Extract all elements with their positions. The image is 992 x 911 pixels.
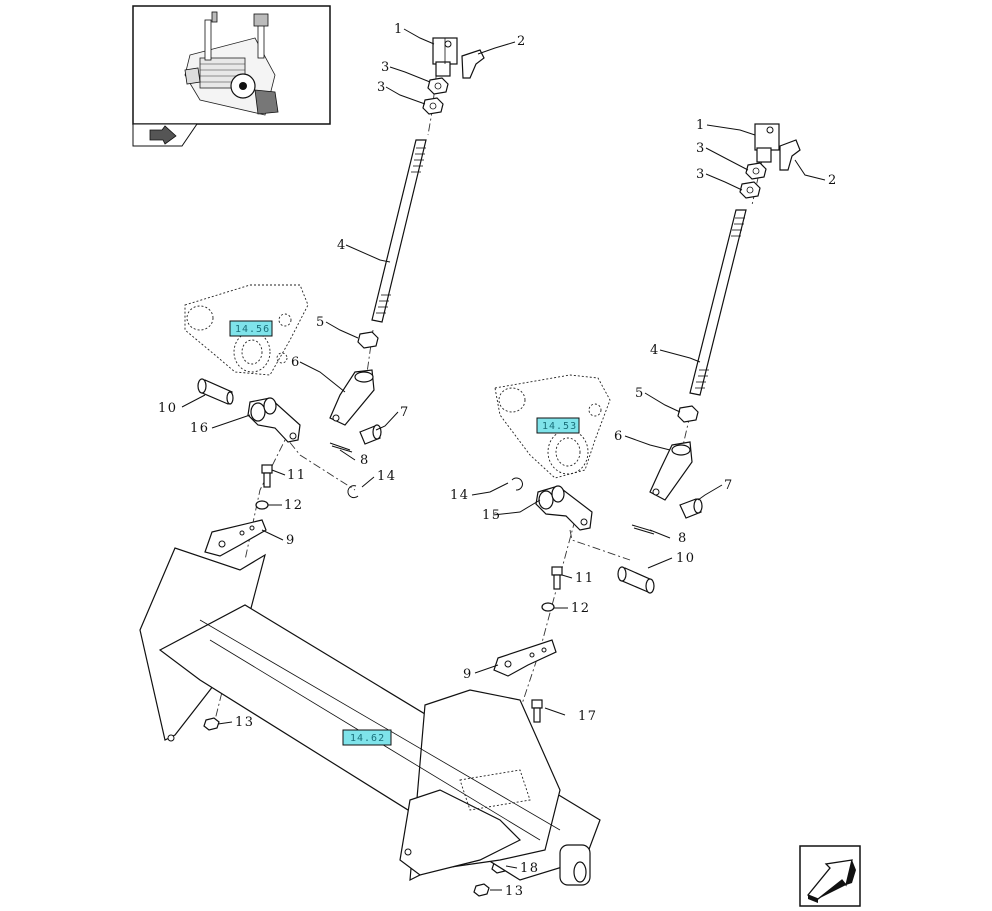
- nut-part[interactable]: [745, 162, 767, 180]
- washer-part[interactable]: [541, 602, 555, 612]
- bolt-part[interactable]: [531, 699, 543, 723]
- leader-lines: [181, 28, 826, 891]
- callout-7[interactable]: 7: [400, 405, 410, 420]
- callout-labels: 1 2 3 3 4 5 6 7 8 10 16 11 12 14 9 13 1 …: [158, 22, 838, 899]
- callout-10[interactable]: 10: [676, 551, 696, 566]
- clevis-part[interactable]: [754, 123, 780, 163]
- nut-part[interactable]: [739, 181, 761, 199]
- nut-part[interactable]: [357, 331, 379, 349]
- pin-part[interactable]: [679, 498, 703, 519]
- callout-8[interactable]: 8: [360, 453, 370, 468]
- callout-13[interactable]: 13: [235, 715, 255, 730]
- clevis-pin-part[interactable]: [779, 139, 801, 171]
- callout-3[interactable]: 3: [696, 141, 706, 156]
- callout-5[interactable]: 5: [316, 315, 326, 330]
- callout-16[interactable]: 16: [190, 421, 210, 436]
- pin-part[interactable]: [617, 566, 655, 594]
- nut-part[interactable]: [427, 77, 449, 95]
- callout-1[interactable]: 1: [696, 118, 706, 133]
- bellcrank-part[interactable]: [535, 485, 593, 531]
- callout-4[interactable]: 4: [337, 238, 347, 253]
- nut-part[interactable]: [422, 97, 444, 115]
- callout-2[interactable]: 2: [828, 173, 838, 188]
- callout-13[interactable]: 13: [505, 884, 525, 899]
- callout-12[interactable]: 12: [284, 498, 304, 513]
- callout-18[interactable]: 18: [520, 861, 540, 876]
- section-reference-14-56[interactable]: 14.56: [229, 320, 273, 337]
- callout-8[interactable]: 8: [678, 531, 688, 546]
- machine-overview-thumbnail: [184, 11, 279, 116]
- callout-17[interactable]: 17: [578, 709, 598, 724]
- next-page-arrow-icon[interactable]: [799, 845, 861, 907]
- circlip-part[interactable]: [347, 485, 359, 499]
- callout-11[interactable]: 11: [287, 468, 307, 483]
- callout-2[interactable]: 2: [517, 34, 527, 49]
- clevis-part[interactable]: [432, 37, 458, 77]
- svg-text:14.53: 14.53: [542, 421, 577, 432]
- thumbnail-panel[interactable]: [132, 5, 331, 147]
- section-reference-14-53[interactable]: 14.53: [536, 417, 580, 434]
- section-reference-14-62[interactable]: 14.62: [342, 729, 392, 746]
- callout-4[interactable]: 4: [650, 343, 660, 358]
- callout-11[interactable]: 11: [575, 571, 595, 586]
- bellcrank-part[interactable]: [247, 397, 301, 443]
- bracket-part[interactable]: [493, 639, 557, 677]
- callout-1[interactable]: 1: [394, 22, 404, 37]
- frame-chassis: [139, 547, 601, 886]
- lever-arm-part[interactable]: [649, 441, 693, 501]
- bolt-part[interactable]: [551, 566, 563, 590]
- callout-3[interactable]: 3: [377, 80, 387, 95]
- callout-3[interactable]: 3: [696, 167, 706, 182]
- bolt-part[interactable]: [261, 464, 273, 488]
- callout-5[interactable]: 5: [635, 386, 645, 401]
- circlip-part[interactable]: [511, 477, 523, 491]
- washer-part[interactable]: [255, 500, 269, 510]
- nut-part[interactable]: [677, 405, 699, 423]
- callout-10[interactable]: 10: [158, 401, 178, 416]
- callout-14[interactable]: 14: [450, 488, 470, 503]
- lever-arm-part[interactable]: [329, 369, 375, 426]
- back-arrow-icon[interactable]: [149, 125, 177, 145]
- clevis-pin-part[interactable]: [461, 49, 485, 79]
- callout-6[interactable]: 6: [614, 429, 624, 444]
- svg-text:14.62: 14.62: [350, 733, 385, 744]
- pin-part[interactable]: [359, 424, 382, 445]
- callout-7[interactable]: 7: [724, 478, 734, 493]
- callout-15[interactable]: 15: [482, 508, 502, 523]
- threaded-rod-part[interactable]: [689, 209, 747, 396]
- svg-text:14.56: 14.56: [235, 324, 270, 335]
- callout-9[interactable]: 9: [286, 533, 296, 548]
- nut-part[interactable]: [203, 717, 220, 731]
- pin-part[interactable]: [197, 378, 234, 405]
- callout-3[interactable]: 3: [381, 60, 391, 75]
- nut-part[interactable]: [473, 883, 490, 897]
- left-linkage-assembly: [184, 37, 485, 731]
- callout-6[interactable]: 6: [291, 355, 301, 370]
- callout-9[interactable]: 9: [463, 667, 473, 682]
- split-pin-part[interactable]: [329, 442, 353, 453]
- threaded-rod-part[interactable]: [371, 139, 427, 323]
- callout-14[interactable]: 14: [377, 469, 397, 484]
- gearbox-housing-ghost: [494, 374, 611, 479]
- split-pin-part[interactable]: [631, 524, 655, 535]
- callout-12[interactable]: 12: [571, 601, 591, 616]
- bracket-part[interactable]: [204, 519, 267, 557]
